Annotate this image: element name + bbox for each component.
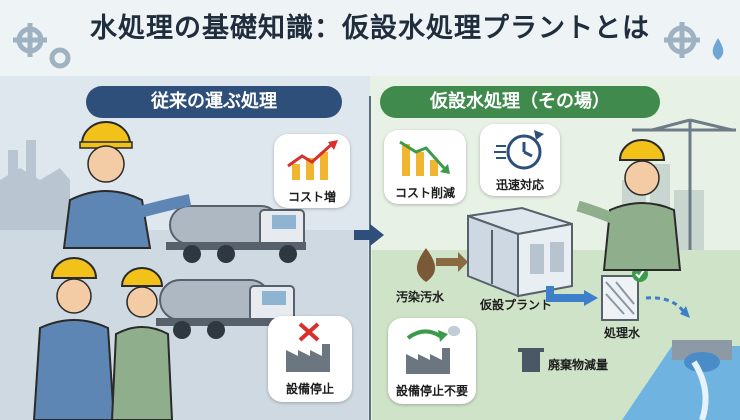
label-temporary-plant: 仮設プラント — [480, 298, 553, 312]
section-label-temporary: 仮設水処理（その場） — [380, 86, 660, 118]
section-divider — [369, 96, 371, 420]
trash-bin — [518, 348, 544, 372]
stopwatch-icon — [494, 130, 544, 170]
rising-chart-icon — [287, 140, 338, 180]
card-cost-up: コスト増 — [274, 134, 350, 208]
card-cost-up-label: コスト増 — [287, 190, 336, 204]
card-shutdown-label: 設備停止 — [285, 382, 334, 396]
tanker-truck-top — [166, 205, 306, 263]
tanker-truck-bottom — [156, 279, 296, 339]
arrow-right-icon — [354, 224, 384, 246]
section-label-conventional: 従来の運ぶ処理 — [86, 86, 342, 118]
worker-right — [576, 139, 682, 271]
factory-running-icon — [406, 325, 461, 374]
page-title: 水処理の基礎知識：仮設水処理プラントとは — [90, 13, 650, 44]
worker-bottom-right — [110, 267, 174, 420]
card-rapid-response-label: 迅速対応 — [495, 178, 544, 192]
gear-icon — [13, 23, 71, 69]
card-no-shutdown: 設備停止不要 — [388, 318, 476, 404]
crane — [632, 118, 736, 250]
worker-top — [62, 121, 192, 249]
temporary-plant-unit — [467, 206, 573, 298]
card-rapid-response: 迅速対応 — [480, 124, 560, 196]
factory-background — [0, 140, 70, 240]
card-no-shutdown-label: 設備停止不要 — [395, 384, 468, 398]
label-treated-water: 処理水 — [604, 326, 641, 340]
card-shutdown: 設備停止 — [268, 316, 352, 402]
wastewater-drop — [416, 248, 436, 282]
worker-bottom-left — [32, 257, 116, 420]
label-waste-reduction: 廃棄物減量 — [548, 358, 609, 372]
label-wastewater: 汚染汚水 — [396, 290, 445, 304]
falling-chart-icon — [399, 140, 450, 176]
card-cost-down-label: コスト削減 — [394, 186, 455, 200]
factory-stopped-icon — [286, 322, 330, 372]
card-cost-down: コスト削減 — [384, 130, 466, 204]
gear-icon-right — [664, 22, 724, 60]
